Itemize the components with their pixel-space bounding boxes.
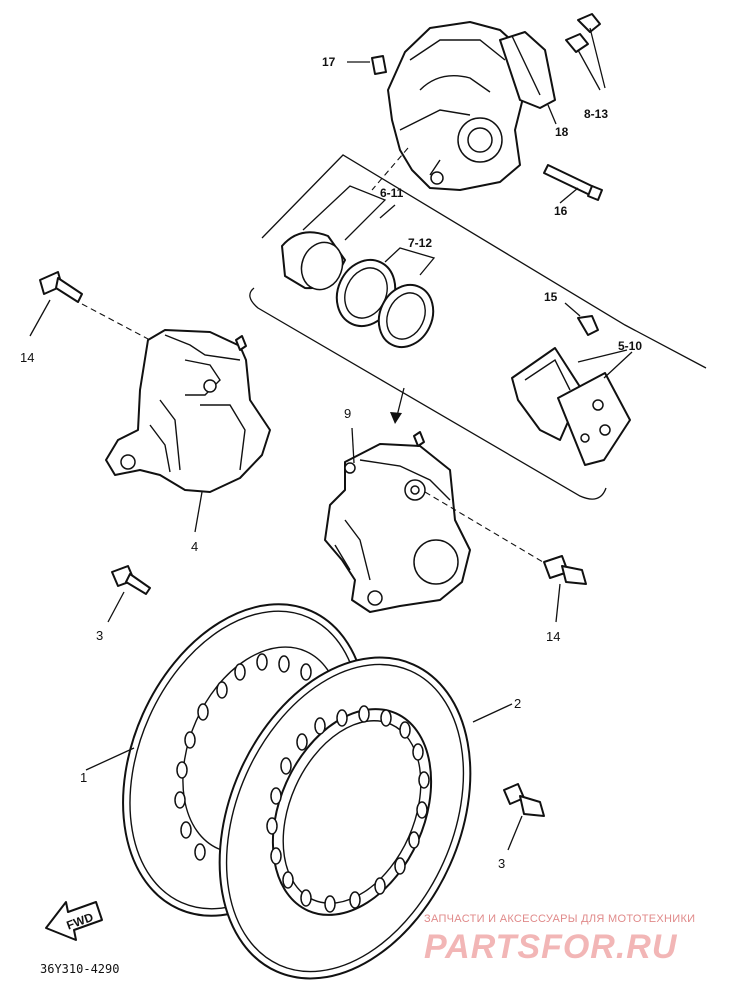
label-6-11: 6-11 xyxy=(380,186,404,200)
label-5-10: 5-10 xyxy=(618,339,642,353)
label-14-left: 14 xyxy=(20,350,34,365)
pin-16 xyxy=(543,164,603,204)
pad-spring-15 xyxy=(564,302,599,336)
label-3-right: 3 xyxy=(498,856,505,871)
brake-pads xyxy=(511,347,633,466)
disc-2-holes xyxy=(266,705,430,913)
leader-18 xyxy=(547,104,557,125)
bolt-14-left xyxy=(29,271,151,341)
label-15: 15 xyxy=(544,290,558,304)
label-3-left: 3 xyxy=(96,628,103,643)
bolt-3-left xyxy=(107,565,151,623)
diagram-code: 36Y310-4290 xyxy=(40,962,119,976)
fwd-arrow-icon: FWD xyxy=(45,901,103,941)
label-8-13: 8-13 xyxy=(584,107,608,121)
bolt-3-right xyxy=(503,783,545,851)
piston-seal-group xyxy=(249,154,707,500)
watermark-brand: PARTSFOR.RU xyxy=(424,928,678,966)
upper-caliper xyxy=(387,21,556,191)
bolt-14-right xyxy=(543,555,587,623)
label-14-right: 14 xyxy=(546,629,560,644)
label-1: 1 xyxy=(80,770,87,785)
bolt-17 xyxy=(347,55,387,75)
leader-2 xyxy=(472,703,513,723)
piston xyxy=(281,231,346,291)
bleed-screw-8-13 xyxy=(565,13,606,91)
leader-1 xyxy=(85,747,135,771)
label-18: 18 xyxy=(555,125,569,139)
brake-disc-2 xyxy=(218,656,472,980)
seal-small xyxy=(377,283,435,349)
disc-1-holes xyxy=(174,653,312,861)
label-4: 4 xyxy=(191,539,198,554)
watermark-caption: ЗАПЧАСТИ И АКСЕССУАРЫ ДЛЯ МОТОТЕХНИКИ xyxy=(424,913,695,925)
label-2: 2 xyxy=(514,696,521,711)
label-7-12: 7-12 xyxy=(408,236,432,250)
label-9: 9 xyxy=(344,406,351,421)
caliper-left-4 xyxy=(105,329,271,533)
label-16: 16 xyxy=(554,204,568,218)
label-17: 17 xyxy=(322,55,336,69)
caliper-right-9 xyxy=(324,427,549,613)
